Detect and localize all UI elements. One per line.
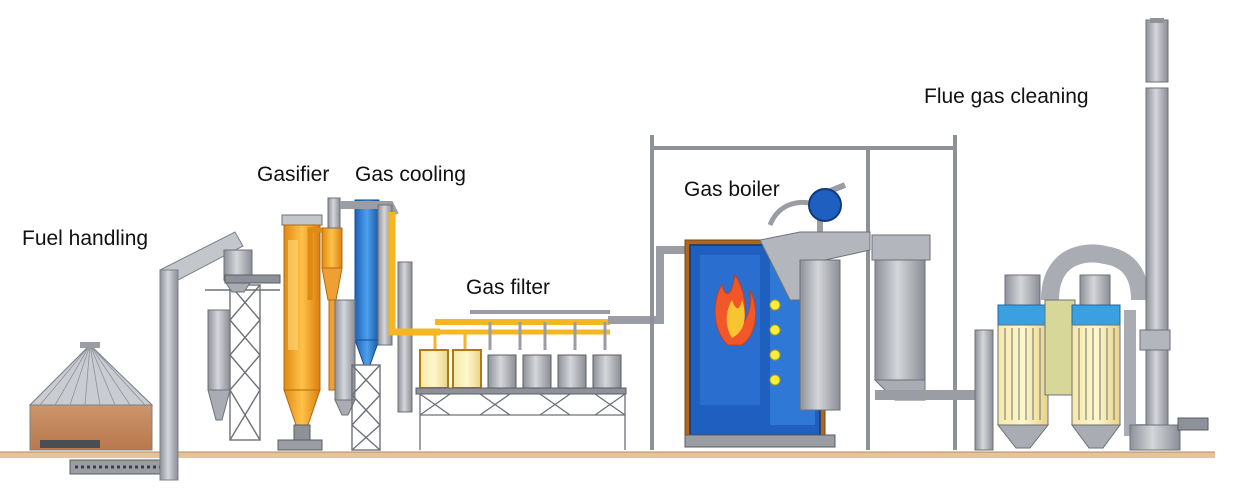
- gas-filter-support: [419, 393, 626, 450]
- ground: [0, 452, 1215, 458]
- label-gasifier: Gasifier: [257, 163, 330, 186]
- label-gas-boiler: Gas boiler: [684, 178, 780, 201]
- boiler-steam-drum: [767, 182, 847, 245]
- flue-gas-scrubber-left: [974, 274, 1050, 451]
- fuel-conveyor-screw: [69, 459, 166, 475]
- fuel-conveyor-incline: [159, 231, 244, 481]
- boiler-flue-duct: [759, 231, 985, 411]
- label-flue-gas-cleaning: Flue gas cleaning: [924, 85, 1089, 108]
- flue-gas-scrubber-right: [1041, 244, 1150, 449]
- gas-cooler-support: [351, 364, 381, 451]
- label-gas-cooling: Gas cooling: [355, 163, 466, 186]
- fuel-feed-silo: [207, 249, 281, 421]
- gas-cooler: [334, 199, 413, 416]
- fuel-storage-dome: [28, 342, 154, 451]
- stack-chimney: [1129, 18, 1209, 451]
- gas-filter-pipes: [433, 246, 690, 350]
- label-fuel-handling: Fuel handling: [22, 227, 149, 250]
- gas-filter-units: [415, 349, 627, 395]
- boiler-flame: [714, 273, 756, 346]
- gasifier-vessel: [277, 214, 323, 451]
- label-gas-filter: Gas filter: [466, 276, 551, 299]
- hot-gas-pipe: [388, 212, 440, 336]
